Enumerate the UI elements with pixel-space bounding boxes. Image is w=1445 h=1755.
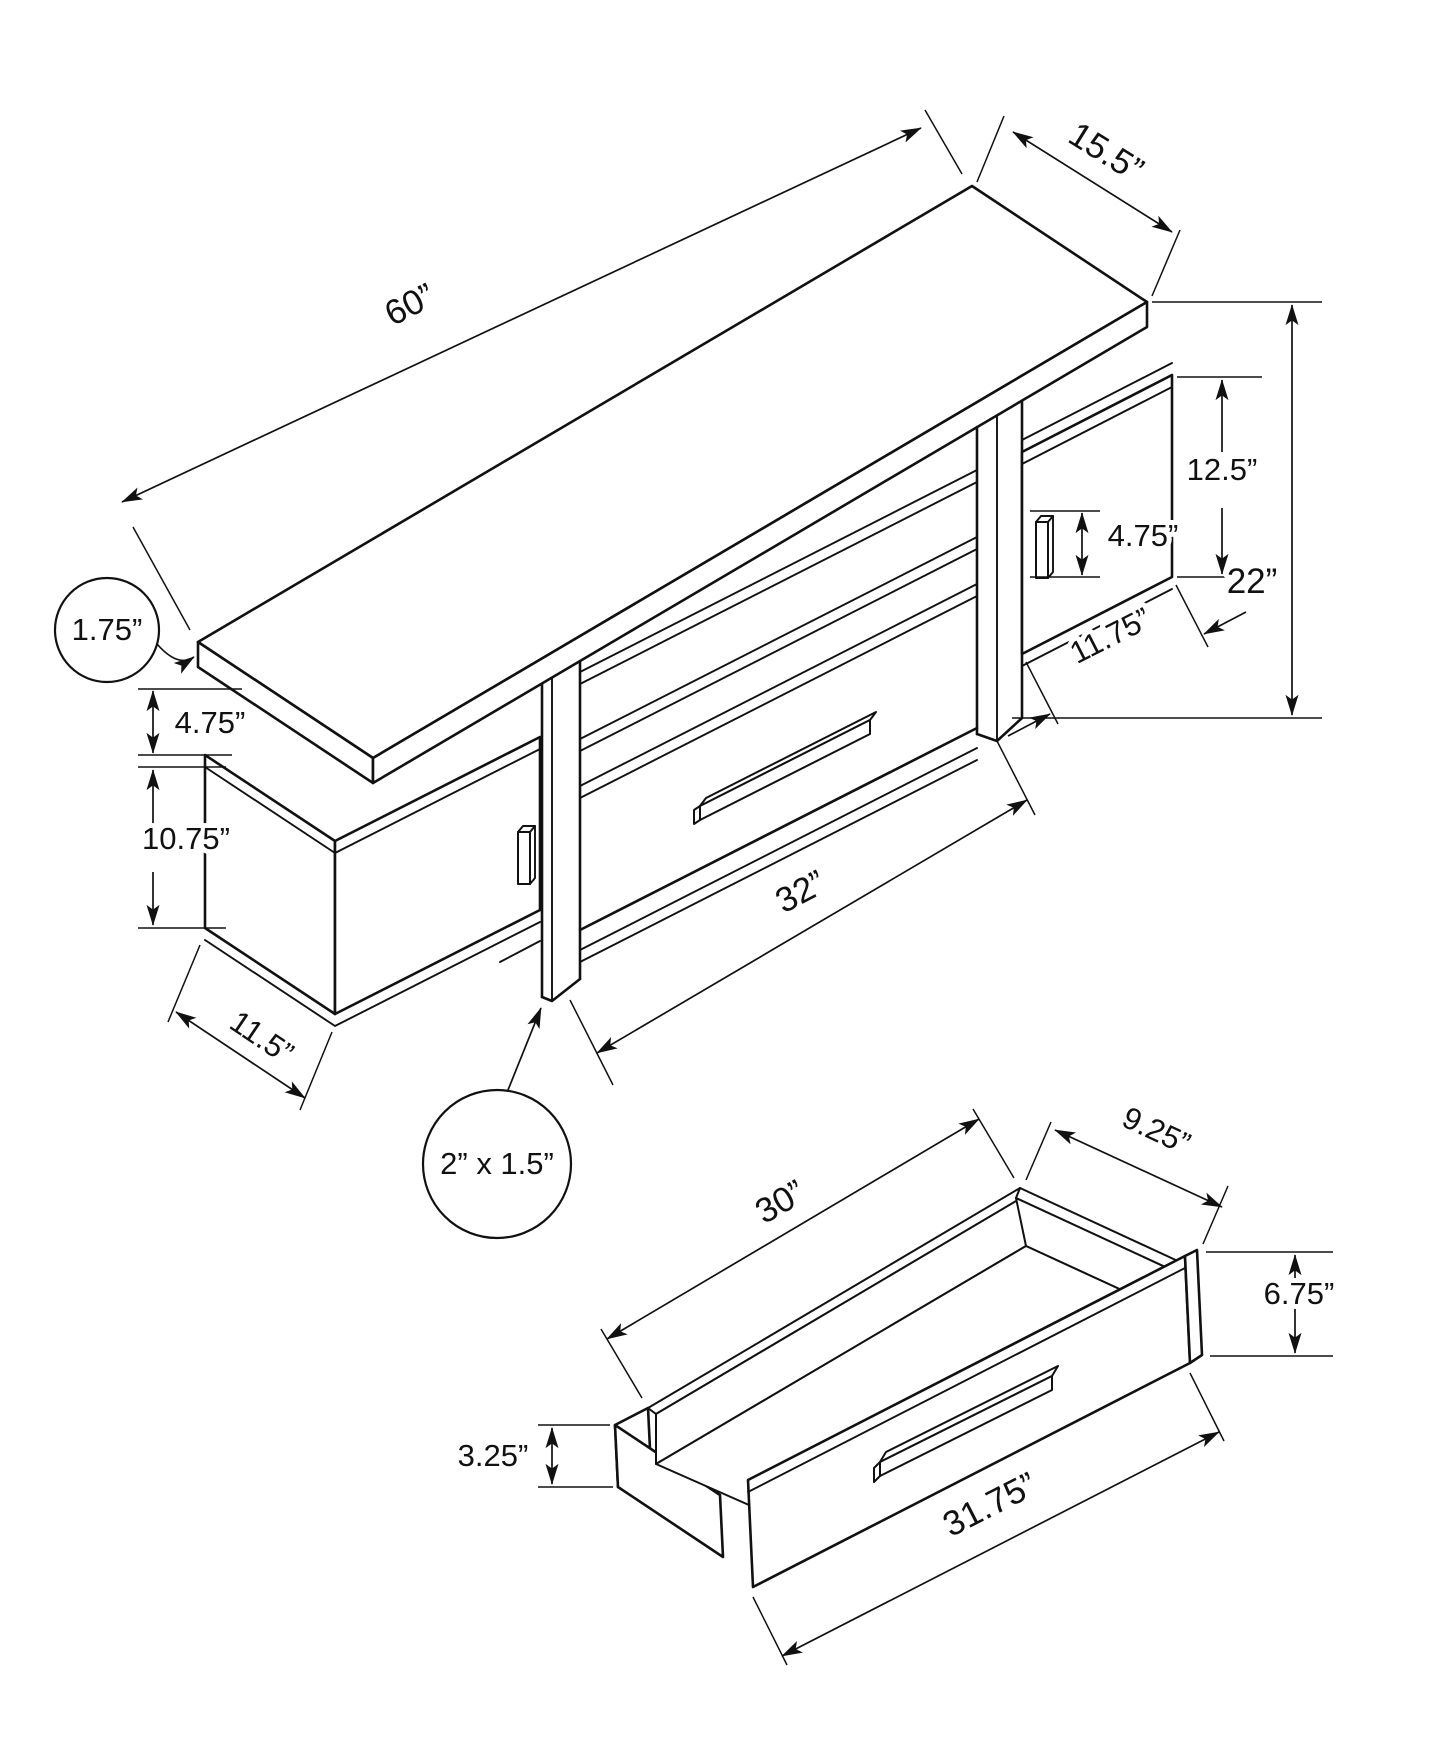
- left-cabinet-base-lines: [204, 921, 541, 1027]
- dim-3-25-label: 3.25”: [458, 1438, 529, 1473]
- shelf-edge-lines: [579, 536, 978, 752]
- dim-10-75-extension-lines: [138, 766, 226, 929]
- dim-handle-4-75-right: 4.75”: [1030, 510, 1183, 578]
- right-door-handle: [1035, 515, 1054, 579]
- right-door-handle-edge: [1047, 515, 1054, 579]
- dim-right-cabinet-height-12-5: 12.5”: [1177, 376, 1262, 578]
- dim-9-25-extension-lines: [1025, 1121, 1229, 1245]
- left-cabinet: [203, 735, 542, 1027]
- right-cabinet: [1020, 362, 1174, 667]
- dim-drawer-front-height-6-75: 6.75”: [1206, 1251, 1339, 1357]
- dim-30-line: [606, 1118, 980, 1340]
- callout-1-75-leader: [156, 643, 195, 674]
- left-leg-outer-edges: [540, 659, 582, 999]
- right-door-handle-bar: [1035, 521, 1049, 579]
- drawer-handle-end-cap: [693, 805, 701, 825]
- dim-4-75L-extension-lines: [138, 688, 242, 756]
- dim-11-75-extension-lines: [1025, 584, 1209, 725]
- left-door-handle-edge: [529, 825, 536, 885]
- callout-leg-label: 2” x 1.5”: [440, 1146, 554, 1181]
- callout-leg-circle: [421, 1088, 573, 1240]
- dim-4-75L-label: 4.75”: [175, 705, 246, 740]
- callout-leg-2x1-5: 2” x 1.5”: [421, 1007, 573, 1240]
- dim-11-5-line: [175, 1011, 306, 1099]
- right-cabinet-door-top-line: [1021, 386, 1173, 465]
- drawer-top-edge-lines: [579, 583, 978, 799]
- right-cabinet-top-edge: [1021, 362, 1173, 441]
- callout-leg-leader: [507, 1007, 542, 1091]
- dim-9-25-line: [1054, 1129, 1223, 1208]
- dim-32-extension-lines: [569, 740, 1036, 1086]
- callout-1-75-label: 1.75”: [72, 612, 143, 647]
- dim-drawer-side-height-3-25: 3.25”: [453, 1424, 613, 1488]
- dim-32-line: [596, 799, 1028, 1054]
- right-cabinet-base-line: [1021, 588, 1173, 667]
- dim-overall-height-22: 22”: [1012, 301, 1322, 719]
- left-door-handle: [517, 825, 536, 885]
- left-cabinet-top-edge-line: [204, 748, 541, 854]
- dim-30-extension-lines: [600, 1108, 1015, 1399]
- dim-11-75-arrow-right: [1203, 611, 1247, 635]
- dim-60-extension-lines: [132, 109, 963, 631]
- dim-gap-4-75-left: 4.75”: [138, 688, 250, 756]
- dim-15-5-extension-lines: [976, 115, 1181, 297]
- drawer-front-end-cap: [1183, 1248, 1204, 1365]
- dim-22-label: 22”: [1227, 562, 1278, 601]
- left-door-handle-bar: [517, 831, 531, 885]
- dim-10-75-label: 10.75”: [142, 821, 230, 856]
- dim-3-25-extension-lines: [538, 1424, 613, 1488]
- dim-15-5-line: [1012, 131, 1173, 233]
- dim-60-line: [121, 127, 922, 503]
- back-rail-lines: [579, 469, 978, 685]
- middle-section: [578, 469, 979, 963]
- dim-12-5-extension-lines: [1177, 376, 1262, 578]
- left-leg: [540, 659, 582, 1003]
- dim-4-75R-extension-lines: [1030, 510, 1100, 578]
- dim-31-75-line: [781, 1431, 1220, 1657]
- left-leg-foot: [540, 977, 582, 1003]
- dim-4-75R-label: 4.75”: [1108, 518, 1179, 553]
- dim-22-extension-lines: [1012, 301, 1322, 719]
- dim-6-75-extension-lines: [1206, 1251, 1333, 1357]
- dim-12-5-label: 12.5”: [1187, 452, 1258, 487]
- dim-6-75-label: 6.75”: [1264, 1276, 1335, 1311]
- callout-top-thickness-1-75: 1.75”: [53, 576, 195, 684]
- dim-left-cabinet-height-10-75: 10.75”: [137, 766, 235, 929]
- left-cabinet-door-face: [333, 735, 542, 1016]
- callout-1-75-circle: [53, 576, 161, 684]
